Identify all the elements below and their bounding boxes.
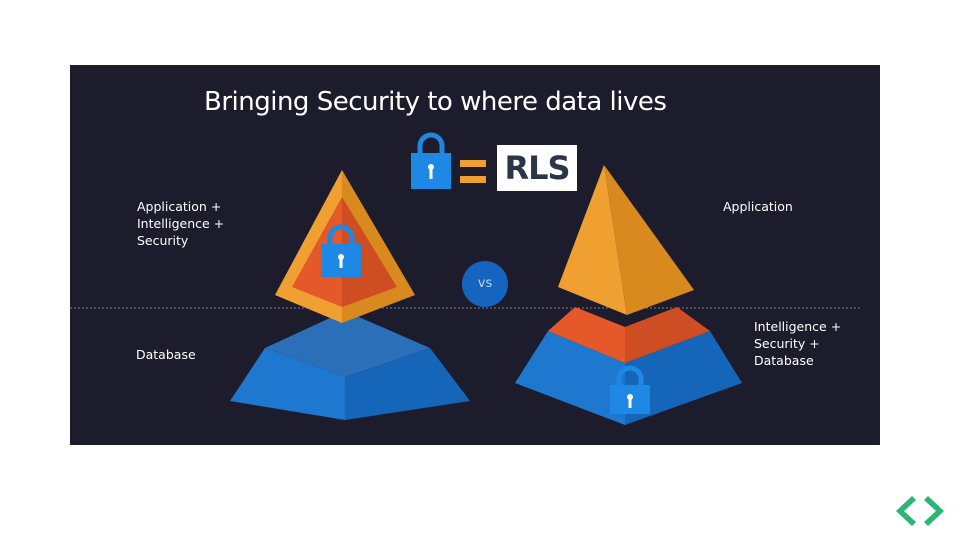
left-top-pyramid (275, 170, 415, 323)
left-top-label: Application + Intelligence + Security (137, 199, 225, 248)
vs-label: vs (477, 276, 493, 291)
left-database-pyramid (230, 311, 470, 420)
equals-icon (460, 160, 486, 183)
diagram-canvas (70, 132, 860, 425)
title-lock-icon (411, 132, 451, 189)
left-lock-icon (321, 224, 361, 277)
chevron-left-icon[interactable] (896, 496, 916, 526)
right-top-label: Application (723, 199, 793, 214)
left-bottom-label: Database (136, 347, 196, 362)
chevron-right-icon[interactable] (924, 496, 944, 526)
right-middle-layer (548, 307, 710, 363)
right-lock-icon (610, 365, 650, 414)
rls-box (497, 145, 577, 191)
slide-panel: Bringing Security to where data lives RL… (70, 65, 880, 445)
slide-navigation (892, 494, 948, 528)
vs-circle (462, 261, 508, 307)
right-top-pyramid (558, 165, 694, 315)
right-database-pyramid (515, 331, 742, 425)
slide-title: Bringing Security to where data lives (204, 87, 667, 117)
rls-label: RLS (504, 149, 570, 187)
right-bottom-label: Intelligence + Security + Database (754, 319, 842, 368)
